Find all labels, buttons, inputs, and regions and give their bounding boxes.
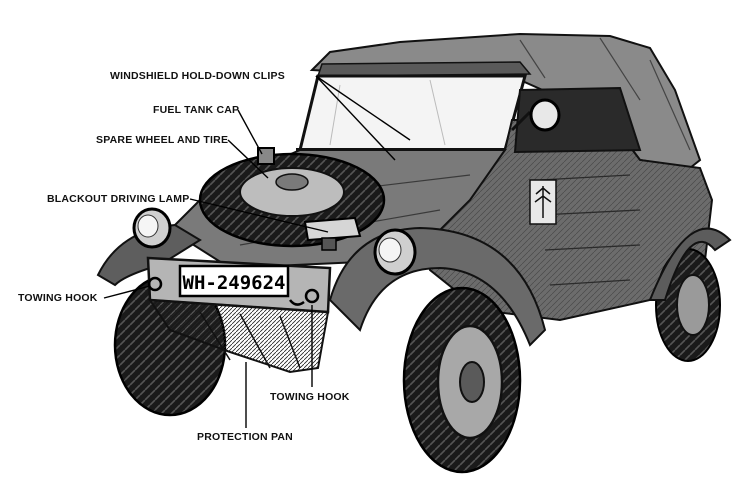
label-towing-hook-left: TOWING HOOK <box>18 292 98 304</box>
side-mirror <box>510 98 561 132</box>
leader-lines <box>103 75 411 428</box>
rear-wheel <box>648 227 732 362</box>
label-blackout-lamp: BLACKOUT DRIVING LAMP <box>47 193 190 205</box>
plate-number: WH-249624 <box>183 272 286 294</box>
label-spare-wheel: SPARE WHEEL AND TIRE <box>96 134 229 146</box>
label-fuel-tank-cap: FUEL TANK CAP <box>153 104 240 116</box>
blackout-lamp-shape <box>303 216 362 251</box>
label-windshield-clips: WINDSHIELD HOLD-DOWN CLIPS <box>110 70 285 82</box>
soft-top <box>309 32 702 170</box>
label-protection-pan: PROTECTION PAN <box>197 431 293 443</box>
towing-hook-right-shape <box>304 288 320 304</box>
protection-pan-shape <box>148 298 330 374</box>
fuel-tank-cap-shape <box>257 147 275 165</box>
label-towing-hook-right: TOWING HOOK <box>270 391 350 403</box>
license-plate: WH-249624 <box>178 264 290 298</box>
towing-hook-left-shape <box>147 276 163 292</box>
front-right-wheel <box>402 286 522 474</box>
front-left-fender <box>96 223 202 287</box>
headlights <box>132 207 417 276</box>
windshield <box>296 74 527 152</box>
